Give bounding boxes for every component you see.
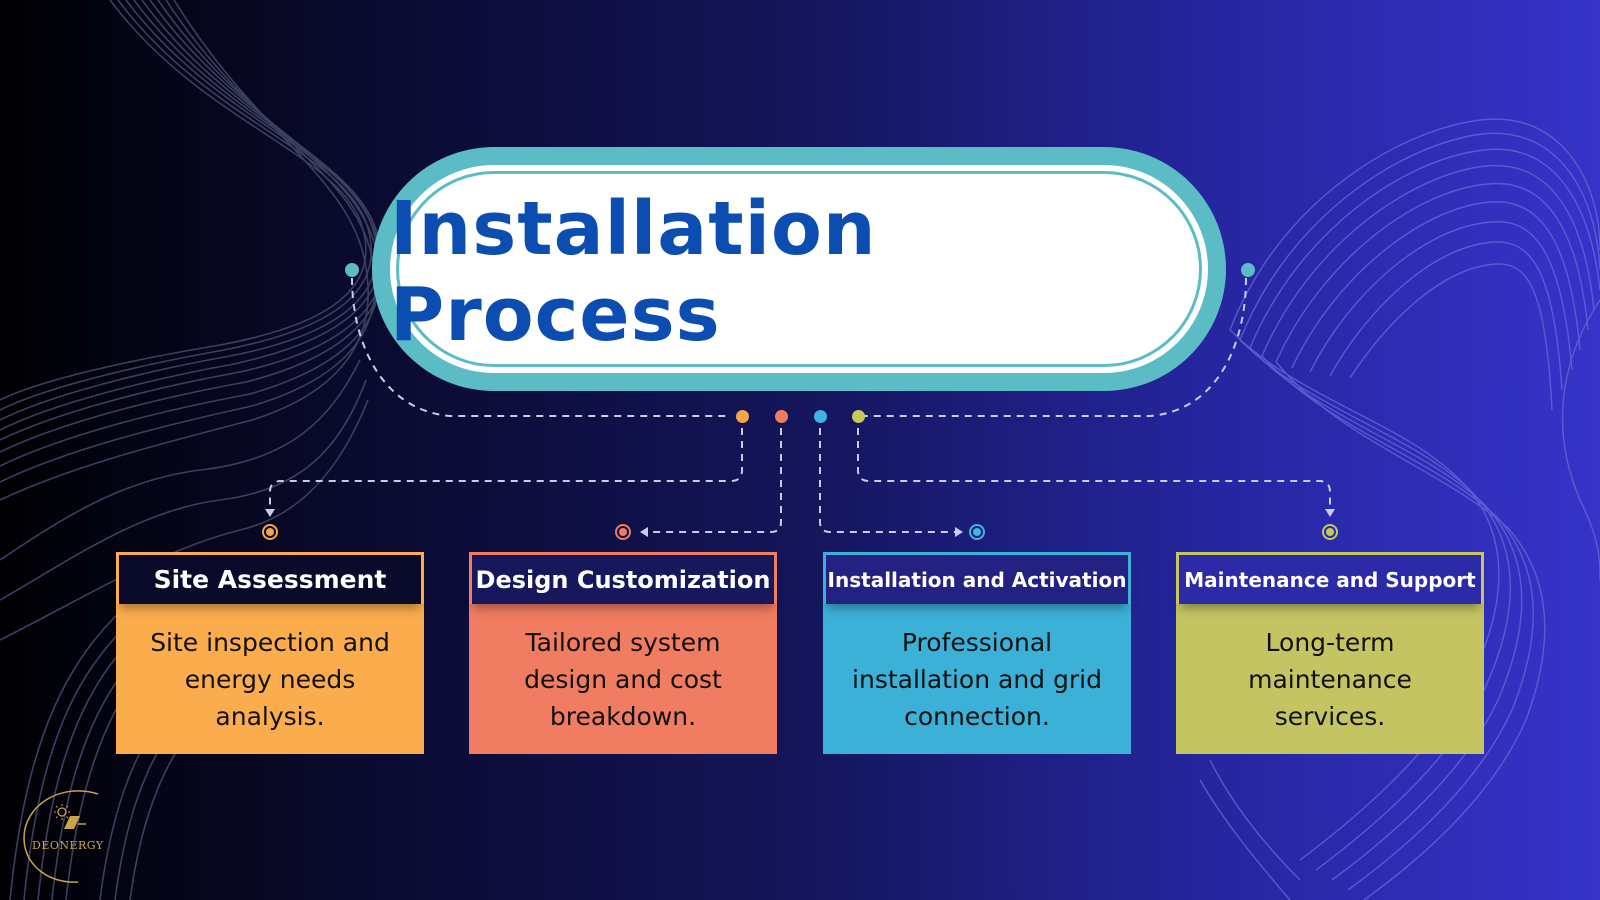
step-title: Installation and Activation xyxy=(827,567,1127,592)
left-wave-lines xyxy=(0,0,384,900)
step-3-node-icon xyxy=(969,524,985,540)
connector-dot-olive xyxy=(852,410,865,423)
pill-right-dot xyxy=(1241,263,1255,277)
step-1-node-fill xyxy=(266,528,274,536)
page-title: Installation Process xyxy=(390,186,877,358)
step-2-node-fill xyxy=(619,528,627,536)
logo xyxy=(23,790,99,883)
step-2-node-icon xyxy=(615,524,631,540)
step-card-header: Installation and Activation xyxy=(823,552,1131,604)
step-title: Design Customization xyxy=(475,565,771,594)
step-card-maintenance-support: Maintenance and Support Long-term mainte… xyxy=(1176,552,1484,754)
pill-left-dot xyxy=(345,263,359,277)
logo-text: DEONERGY xyxy=(32,839,104,852)
step-description: Tailored system design and cost breakdow… xyxy=(524,627,722,731)
step-3-node-fill xyxy=(973,528,981,536)
logo-ring xyxy=(23,790,99,883)
step-title: Maintenance and Support xyxy=(1184,567,1476,592)
step-card-site-assessment: Site Assessment Site inspection and ener… xyxy=(116,552,424,754)
step-card-header: Design Customization xyxy=(469,552,777,604)
step-card-header: Maintenance and Support xyxy=(1176,552,1484,604)
step-4-node-icon xyxy=(1322,524,1338,540)
step-4-node-fill xyxy=(1326,528,1334,536)
right-wave-lines xyxy=(1199,118,1600,900)
connector-lines xyxy=(269,277,1331,533)
step-description: Professional installation and grid conne… xyxy=(852,627,1102,731)
connector-dot-orange xyxy=(736,410,749,423)
title-pill: Installation Process xyxy=(372,147,1226,391)
arrow-heads xyxy=(265,509,1335,537)
connector-dot-coral xyxy=(775,410,788,423)
arrow-right-icon xyxy=(955,527,963,537)
arrow-left-icon xyxy=(640,527,648,537)
arrow-down-icon xyxy=(265,509,275,517)
step-description: Long-term maintenance services. xyxy=(1248,627,1412,731)
step-card-header: Site Assessment xyxy=(116,552,424,604)
step-description: Site inspection and energy needs analysi… xyxy=(150,627,390,731)
connector-dot-blue xyxy=(814,410,827,423)
step-title: Site Assessment xyxy=(153,565,387,594)
step-card-design-customization: Design Customization Tailored system des… xyxy=(469,552,777,754)
arrow-down-icon xyxy=(1325,509,1335,517)
sun-solar-panel-icon xyxy=(54,804,86,829)
step-1-node-icon: .n1::after{} xyxy=(262,524,278,540)
step-card-installation-activation: Installation and Activation Professional… xyxy=(823,552,1131,754)
